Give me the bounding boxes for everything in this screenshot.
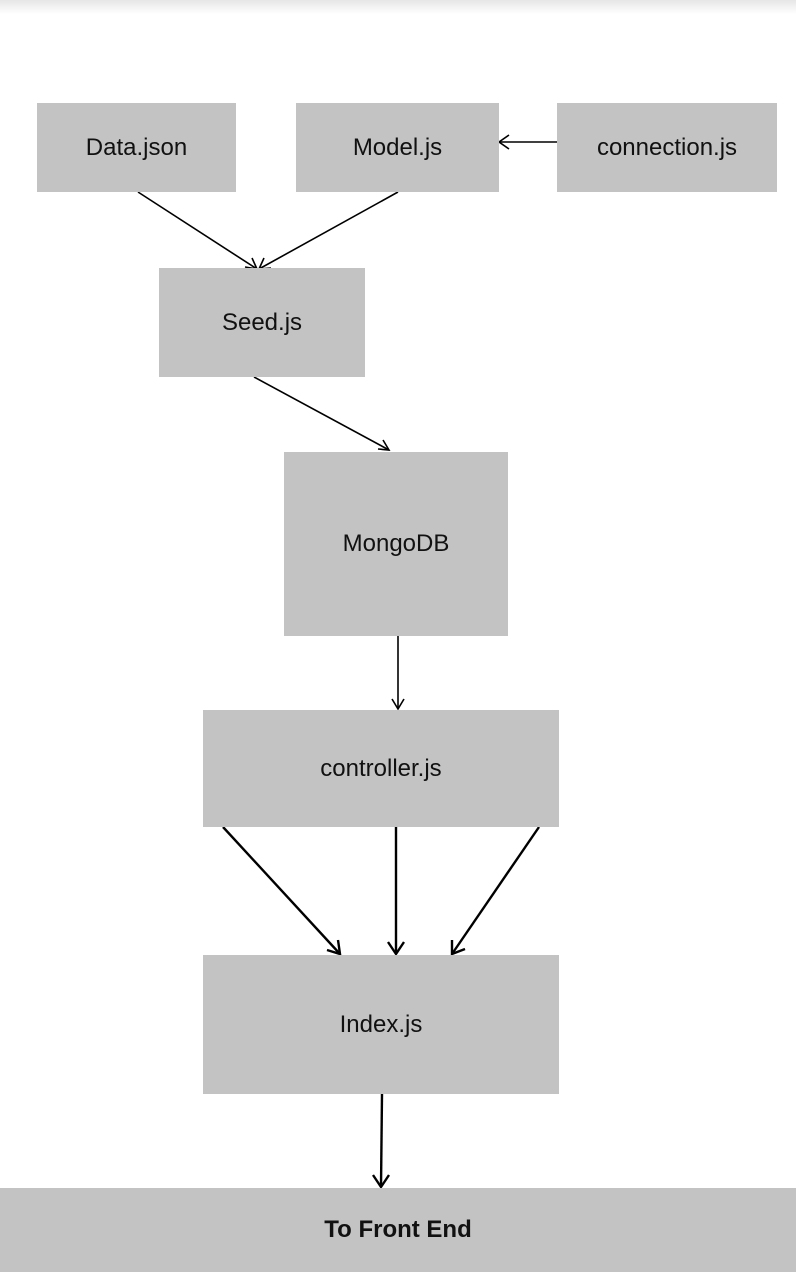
edge-mongodb-to-controller [391, 636, 405, 711]
node-front-end: To Front End [0, 1188, 796, 1272]
edge-connection-to-model [497, 134, 557, 150]
edge-controller-to-index-right [450, 826, 540, 956]
top-shadow [0, 0, 796, 14]
edge-data-to-seed [137, 191, 259, 271]
node-label: Seed.js [221, 308, 303, 336]
node-label: Model.js [352, 133, 443, 161]
edge-controller-to-index-middle [387, 827, 405, 957]
node-label: MongoDB [342, 530, 450, 557]
edge-index-to-frontend [372, 1093, 390, 1190]
node-label: controller.js [320, 754, 442, 782]
node-mongodb: MongoDB [284, 452, 508, 636]
node-label: To Front End [324, 1216, 472, 1243]
node-model-js: Model.js [296, 103, 499, 192]
node-label: Data.json [85, 133, 188, 161]
node-data-json: Data.json [37, 103, 236, 192]
edge-model-to-seed [257, 191, 399, 270]
node-seed-js: Seed.js [159, 268, 365, 377]
node-label: Index.js [339, 1010, 423, 1038]
node-index-js: Index.js [203, 955, 559, 1094]
edge-seed-to-mongodb [253, 376, 391, 451]
node-controller-js: controller.js [203, 710, 559, 827]
node-connection-js: connection.js [557, 103, 777, 192]
node-label: connection.js [596, 133, 738, 161]
edge-controller-to-index-left [222, 826, 342, 956]
